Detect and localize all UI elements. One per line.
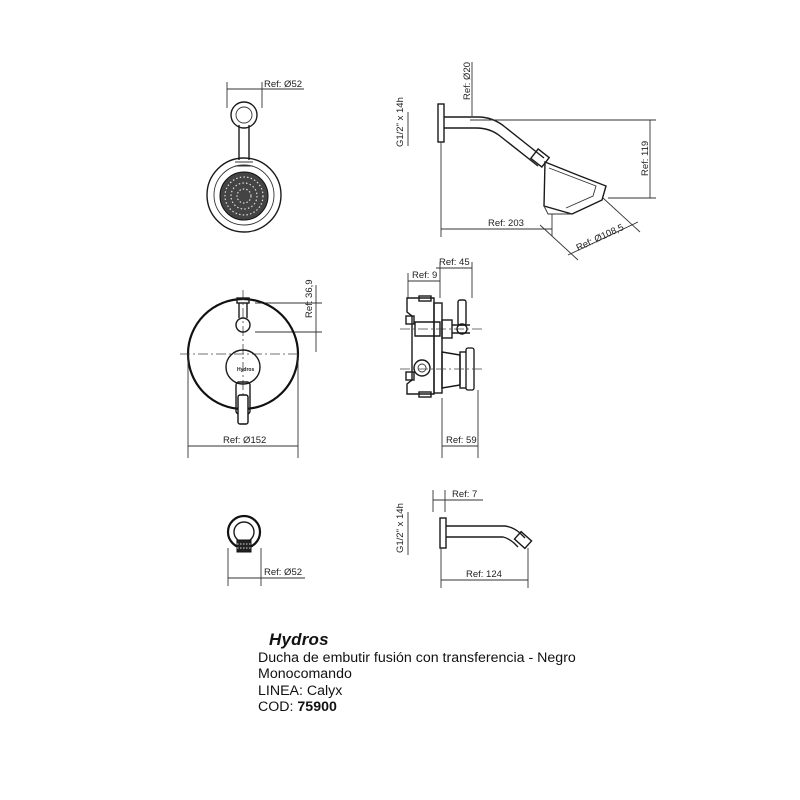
svg-text:Hydros: Hydros [237,367,254,373]
brand-name: Hydros [269,630,329,649]
side-thread-label: G1/2" x 14h [395,97,406,147]
product-description: Ducha de embutir fusión con transferenci… [258,650,576,667]
valve-side-view: Ref: 9 Ref: 45 Ref: 59 [400,257,484,458]
plate-diameter-label: Ref: Ø152 [223,435,266,446]
side-inlet-diameter-label: Ref: Ø20 [462,62,473,100]
shower-head-front-view: Ref: Ø52 [206,79,304,233]
spout-length-label: Ref: 124 [466,569,502,580]
head-front-diameter-label: Ref: Ø52 [264,79,302,90]
spout-offset-label: Ref: 7 [452,489,477,500]
spout-front-view: Ref: Ø52 [226,514,305,586]
valve-plate-front-view: Ref: 36,9 Hydros Ref: Ø152 [180,279,322,458]
plate-offset-label: Ref: 36,9 [304,279,315,318]
product-type: Monocomando [258,666,352,683]
spout-thread-label: G1/2" x 14h [395,503,406,553]
side-length-label: Ref: 203 [488,218,524,229]
product-code: COD: 75900 [258,699,576,715]
spout-side-view: Ref: 7 G1/2" x 14h Ref: 124 [395,489,533,588]
spout-front-diameter-label: Ref: Ø52 [264,567,302,578]
product-code-value: 75900 [297,698,337,715]
valve-offset-large-label: Ref: 45 [439,257,470,268]
product-code-label: COD: [258,698,294,715]
valve-depth-label: Ref: 59 [446,435,477,446]
side-head-diameter-label: Ref: Ø108,5 [575,222,626,254]
valve-offset-small-label: Ref: 9 [412,270,437,281]
product-caption: Hydros Ducha de embutir fusión con trans… [258,630,576,715]
product-line: LINEA: Calyx [258,682,343,699]
shower-side-view: Ref: Ø20 G1/2" x 14h Ref: Ø108,5 Ref: 11… [395,62,656,261]
side-height-label: Ref: 119 [640,141,651,176]
